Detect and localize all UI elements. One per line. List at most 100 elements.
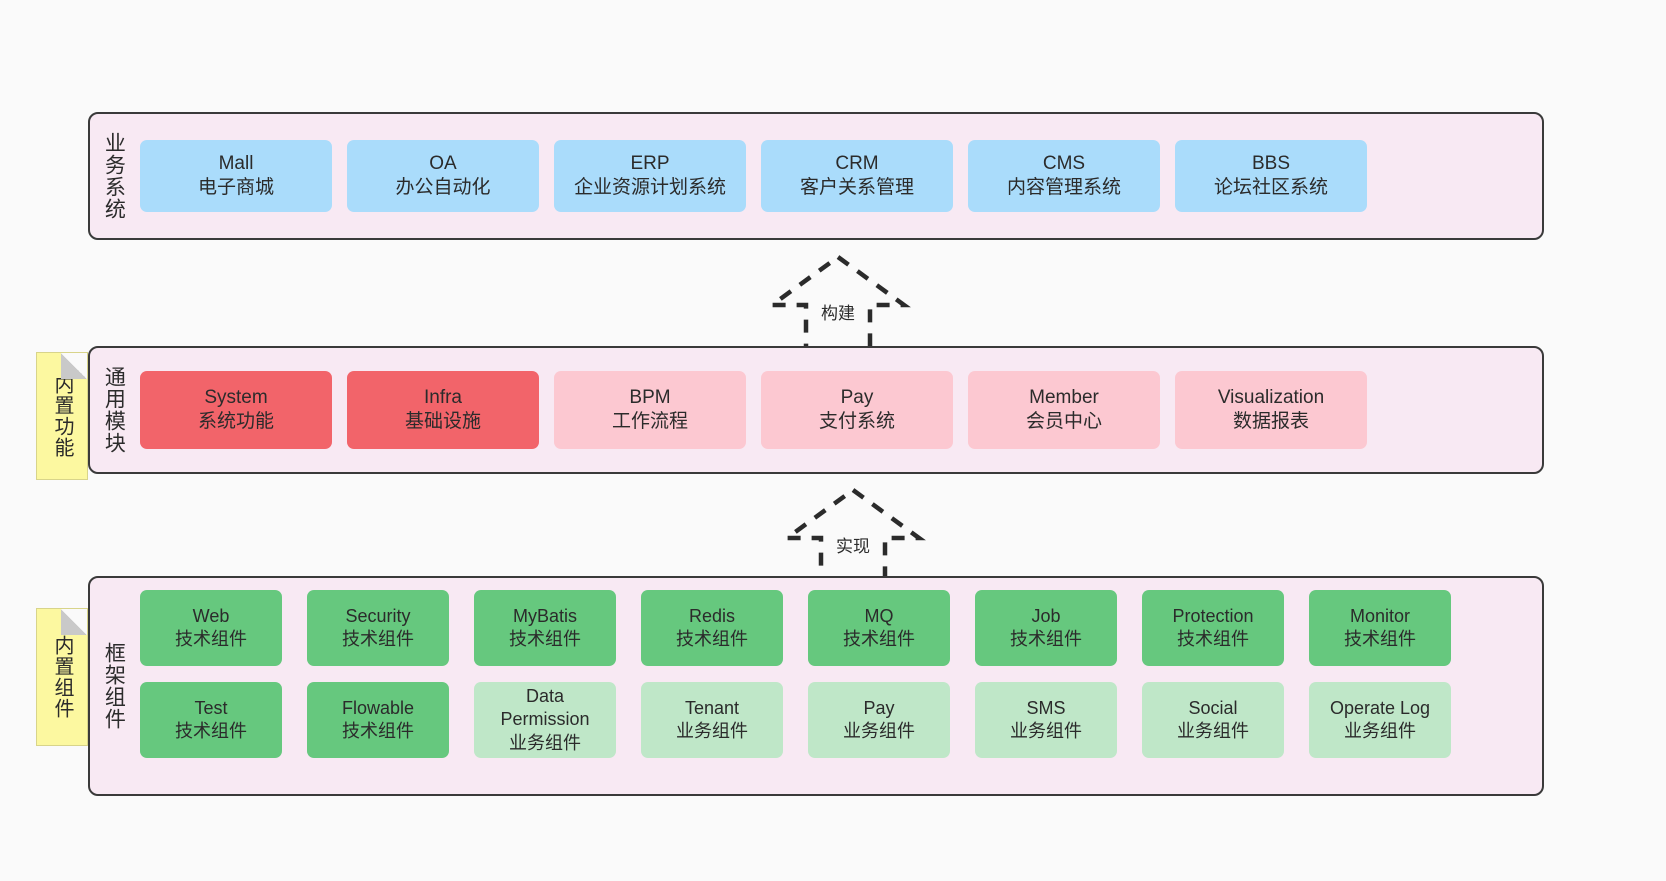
card-visualization[interactable]: Visualization 数据报表 [1175,371,1367,449]
card-bbs-sub: 论坛社区系统 [1213,177,1328,198]
connector-implement-arrow: 实现 [768,486,938,586]
framework-grid: Web 技术组件 Security 技术组件 MyBatis 技术组件 Redi… [140,578,1532,758]
card-system-sub: 系统功能 [197,411,274,432]
card-mq[interactable]: MQ 技术组件 [808,590,950,666]
card-monitor-sub: 技术组件 [1344,629,1416,649]
card-erp[interactable]: ERP 企业资源计划系统 [554,140,746,212]
card-bbs-name: BBS [1251,152,1291,174]
card-protection-name: Protection [1172,605,1254,626]
card-test-sub: 技术组件 [175,721,247,741]
card-operate-log-name: Operate Log [1329,697,1431,718]
layer-business-systems-cards: Mall 电子商城 OA 办公自动化 ERP 企业资源计划系统 CRM 客户关系… [136,114,1542,238]
card-bbs[interactable]: BBS 论坛社区系统 [1175,140,1367,212]
card-redis[interactable]: Redis 技术组件 [641,590,783,666]
layer-common-modules-cards: System 系统功能 Infra 基础设施 BPM 工作流程 Pay 支付系统… [136,348,1542,472]
card-infra[interactable]: Infra 基础设施 [347,371,539,449]
card-oa[interactable]: OA 办公自动化 [347,140,539,212]
card-visualization-sub: 数据报表 [1232,411,1309,432]
card-mall[interactable]: Mall 电子商城 [140,140,332,212]
layer-framework-components-title: 框架组件 [102,642,126,730]
card-web-sub: 技术组件 [175,629,247,649]
card-job-name: Job [1031,605,1061,626]
card-cms-sub: 内容管理系统 [1006,177,1121,198]
card-crm-name: CRM [835,152,879,174]
card-monitor-name: Monitor [1349,605,1411,626]
layer-business-systems-title: 业务系统 [102,132,126,220]
card-pay-module-name: Pay [840,386,874,408]
card-pay-module-sub: 支付系统 [818,411,895,432]
card-oa-sub: 办公自动化 [395,177,491,198]
card-infra-name: Infra [423,386,463,408]
card-mq-name: MQ [864,605,894,626]
card-monitor[interactable]: Monitor 技术组件 [1309,590,1451,666]
note-builtin-function: 内置功能 [36,352,88,480]
card-bpm[interactable]: BPM 工作流程 [554,371,746,449]
card-cms[interactable]: CMS 内容管理系统 [968,140,1160,212]
card-member-sub: 会员中心 [1025,411,1102,432]
card-erp-name: ERP [630,152,670,174]
card-mq-sub: 技术组件 [843,629,915,649]
card-cms-name: CMS [1042,152,1086,174]
card-protection-sub: 技术组件 [1177,629,1249,649]
note-builtin-function-label: 内置功能 [51,374,73,458]
card-protection[interactable]: Protection 技术组件 [1142,590,1284,666]
card-member[interactable]: Member 会员中心 [968,371,1160,449]
card-data-permission[interactable]: Data Permission 业务组件 [474,682,616,758]
card-crm-sub: 客户关系管理 [799,177,914,198]
card-pay-module[interactable]: Pay 支付系统 [761,371,953,449]
card-erp-sub: 企业资源计划系统 [573,177,726,198]
card-web-name: Web [192,605,230,626]
card-job-sub: 技术组件 [1010,629,1082,649]
card-security-name: Security [345,605,411,626]
layer-common-modules-title: 通用模块 [102,366,126,454]
card-mall-name: Mall [218,152,254,174]
card-crm[interactable]: CRM 客户关系管理 [761,140,953,212]
card-sms-sub: 业务组件 [1010,721,1082,741]
card-mall-sub: 电子商城 [197,177,274,198]
card-tenant-sub: 业务组件 [676,721,748,741]
card-sms[interactable]: SMS 业务组件 [975,682,1117,758]
card-social[interactable]: Social 业务组件 [1142,682,1284,758]
card-sms-name: SMS [1026,697,1066,718]
card-test-name: Test [194,697,228,718]
card-bpm-sub: 工作流程 [611,411,688,432]
card-mybatis-name: MyBatis [512,605,577,626]
card-oa-name: OA [429,152,457,174]
card-visualization-name: Visualization [1217,386,1325,408]
note-builtin-component-label: 内置组件 [51,635,73,719]
card-bpm-name: BPM [629,386,671,408]
card-pay-component[interactable]: Pay 业务组件 [808,682,950,758]
card-pay-component-name: Pay [863,697,895,718]
card-member-name: Member [1029,386,1099,408]
card-pay-component-sub: 业务组件 [843,721,915,741]
card-system-name: System [204,386,268,408]
note-builtin-component: 内置组件 [36,608,88,746]
card-test[interactable]: Test 技术组件 [140,682,282,758]
card-flowable-name: Flowable [341,697,415,718]
card-social-name: Social [1188,697,1238,718]
card-tenant-name: Tenant [684,697,740,718]
card-mybatis[interactable]: MyBatis 技术组件 [474,590,616,666]
card-security-sub: 技术组件 [342,629,414,649]
card-social-sub: 业务组件 [1177,721,1249,741]
card-redis-sub: 技术组件 [676,629,748,649]
card-web[interactable]: Web 技术组件 [140,590,282,666]
layer-framework-components: 框架组件 Web 技术组件 Security 技术组件 MyBatis 技术组件… [88,576,1544,796]
card-flowable[interactable]: Flowable 技术组件 [307,682,449,758]
card-data-permission-name: Data Permission [500,686,590,730]
connector-build-arrow: 构建 [753,253,923,353]
card-operate-log[interactable]: Operate Log 业务组件 [1309,682,1451,758]
layer-business-systems: 业务系统 Mall 电子商城 OA 办公自动化 ERP 企业资源计划系统 CRM… [88,112,1544,240]
card-data-permission-sub: 业务组件 [509,732,581,753]
card-mybatis-sub: 技术组件 [509,629,581,649]
card-operate-log-sub: 业务组件 [1344,721,1416,741]
card-flowable-sub: 技术组件 [342,721,414,741]
card-tenant[interactable]: Tenant 业务组件 [641,682,783,758]
card-job[interactable]: Job 技术组件 [975,590,1117,666]
card-infra-sub: 基础设施 [404,411,481,432]
card-system[interactable]: System 系统功能 [140,371,332,449]
card-security[interactable]: Security 技术组件 [307,590,449,666]
layer-framework-components-cards: Web 技术组件 Security 技术组件 MyBatis 技术组件 Redi… [136,578,1542,794]
card-redis-name: Redis [688,605,736,626]
layer-common-modules: 通用模块 System 系统功能 Infra 基础设施 BPM 工作流程 Pay… [88,346,1544,474]
